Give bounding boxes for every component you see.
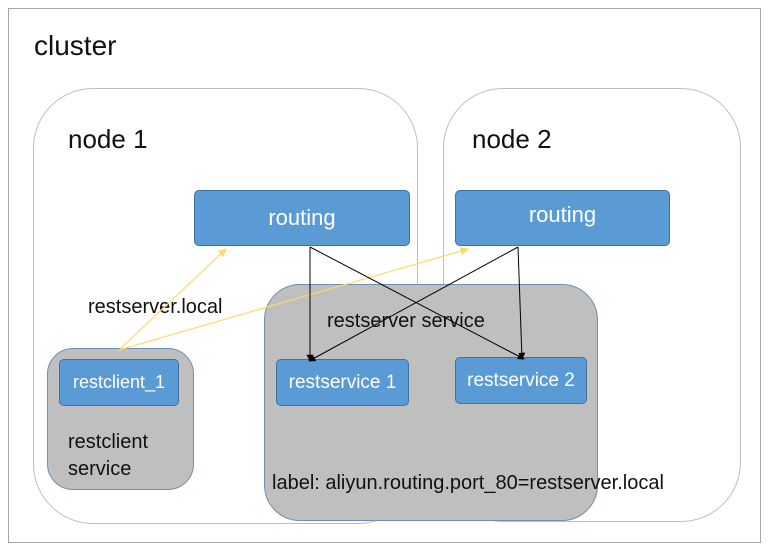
restclient-service-label-line2: service (68, 458, 132, 480)
restclient-service-label-line1: restclient (68, 431, 149, 453)
restclient-1-instance[interactable]: restclient_1 (59, 359, 179, 406)
routing-node-1[interactable]: routing (194, 190, 410, 246)
restclient-1-label: restclient_1 (72, 372, 166, 392)
node-2-label: node 2 (472, 124, 552, 154)
dns-edge-label: restserver.local (88, 296, 223, 318)
routing-node-1-label: routing (268, 205, 336, 230)
routing-node-2[interactable]: routing (455, 190, 670, 246)
routing-node-2-label: routing (528, 202, 597, 227)
cluster-label: cluster (34, 30, 117, 61)
restservice-2-label: restservice 2 (467, 369, 575, 391)
restserver-service-routing-label: label: aliyun.routing.port_80=restserver… (272, 472, 664, 494)
restserver-service-label: restserver service (327, 310, 485, 332)
restservice-1-instance[interactable]: restservice 1 (276, 359, 409, 406)
restservice-2-instance[interactable]: restservice 2 (455, 357, 587, 404)
restservice-1-label: restservice 1 (288, 371, 397, 393)
node-1-label: node 1 (68, 124, 148, 154)
